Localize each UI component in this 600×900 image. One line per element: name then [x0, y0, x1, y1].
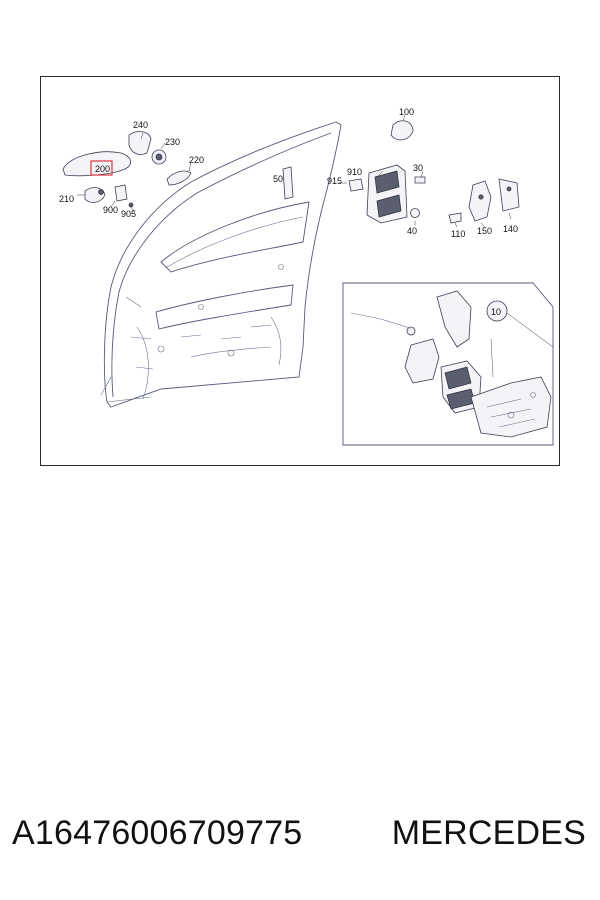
callout-10: 10 — [491, 307, 501, 317]
brand-name: MERCEDES — [391, 813, 586, 852]
callout-910: 910 — [347, 167, 362, 177]
callout-50: 50 — [273, 174, 283, 184]
callout-110: 110 — [451, 229, 465, 239]
part-number: A16476006709775 — [12, 813, 303, 852]
callout-905: 905 — [121, 209, 136, 219]
callout-100: 100 — [399, 107, 414, 117]
detail-inset — [342, 282, 554, 446]
callout-230: 230 — [165, 137, 180, 147]
callout-900: 900 — [103, 205, 118, 215]
door-frame-illustration — [100, 121, 342, 408]
part-info-footer: A16476006709775 MERCEDES — [0, 808, 600, 858]
parts-diagram-frame: 240 230 220 200 210 900 905 100 50 910 9… — [40, 76, 560, 466]
callout-210: 210 — [59, 194, 74, 204]
callout-240: 240 — [133, 120, 148, 130]
callout-40: 40 — [407, 226, 417, 236]
callout-150: 150 — [477, 226, 492, 236]
door-parts-diagram: 240 230 220 200 210 900 905 100 50 910 9… — [59, 107, 554, 446]
door-handle-group — [62, 131, 192, 214]
callout-30: 30 — [413, 163, 423, 173]
callout-200: 200 — [95, 164, 110, 174]
door-latch-group — [282, 114, 520, 228]
callout-220: 220 — [189, 155, 204, 165]
callout-915: 915 — [327, 176, 342, 186]
callout-labels: 240 230 220 200 210 900 905 100 50 910 9… — [59, 107, 518, 317]
callout-140: 140 — [503, 224, 518, 234]
highlight-box-200 — [90, 160, 113, 176]
